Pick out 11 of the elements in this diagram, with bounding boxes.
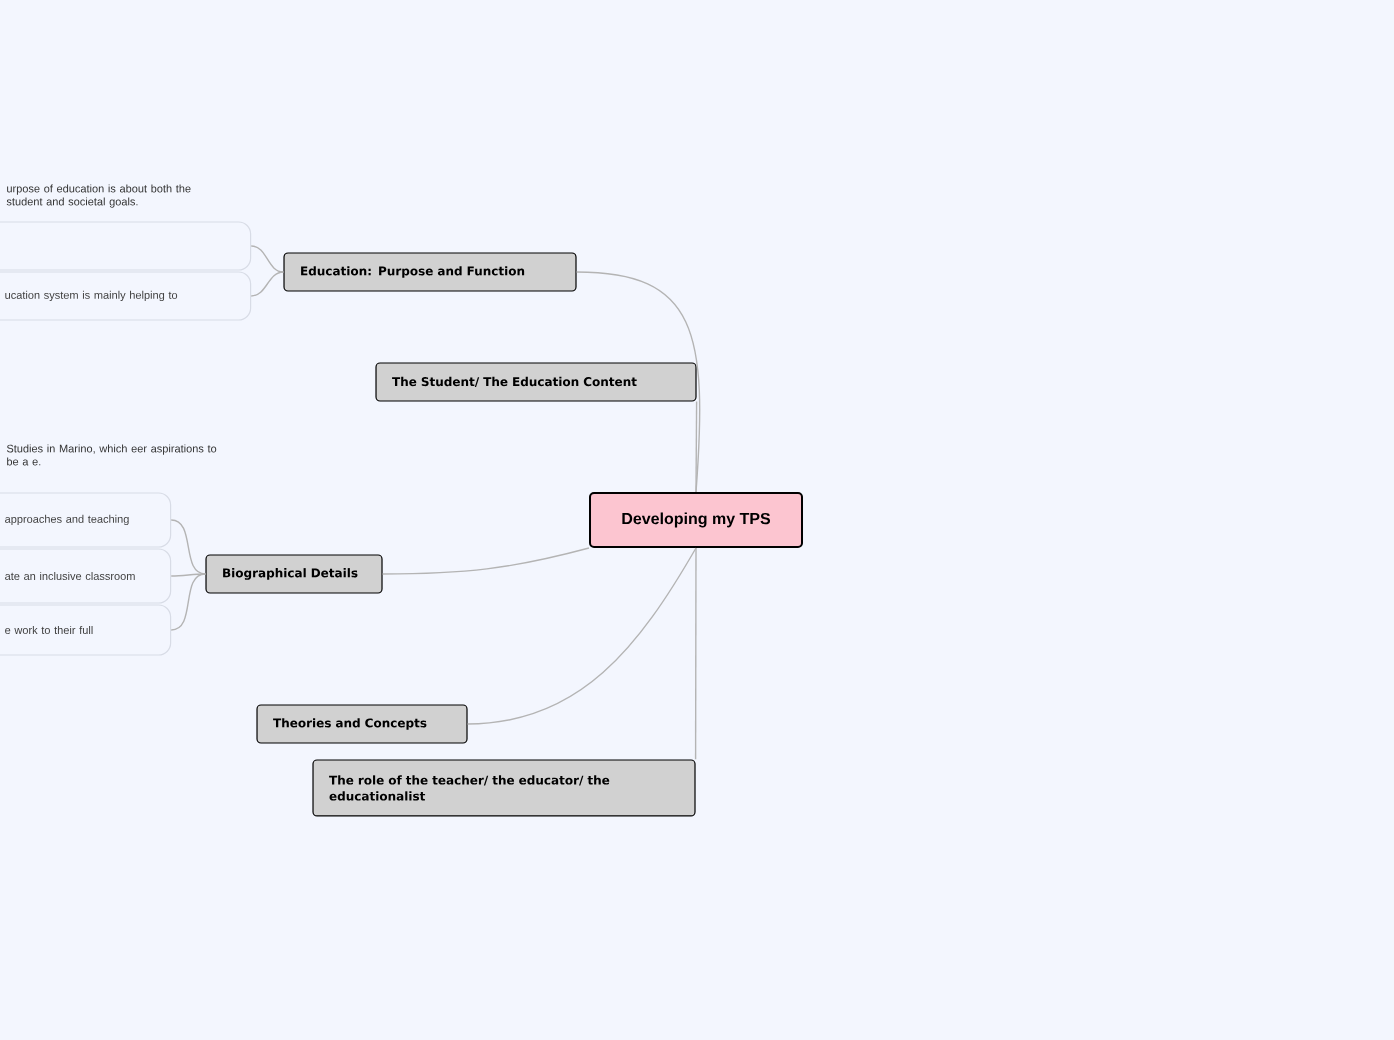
subtopic-box	[0, 221, 252, 271]
connector	[694, 547, 697, 761]
connector	[695, 400, 698, 493]
connector	[170, 573, 207, 631]
connector	[381, 547, 590, 575]
connector	[250, 271, 285, 297]
central-topic-box: Developing my TPS	[589, 492, 803, 548]
connector	[170, 573, 207, 577]
connector	[466, 547, 697, 725]
connector	[170, 519, 207, 575]
connector	[250, 245, 285, 273]
